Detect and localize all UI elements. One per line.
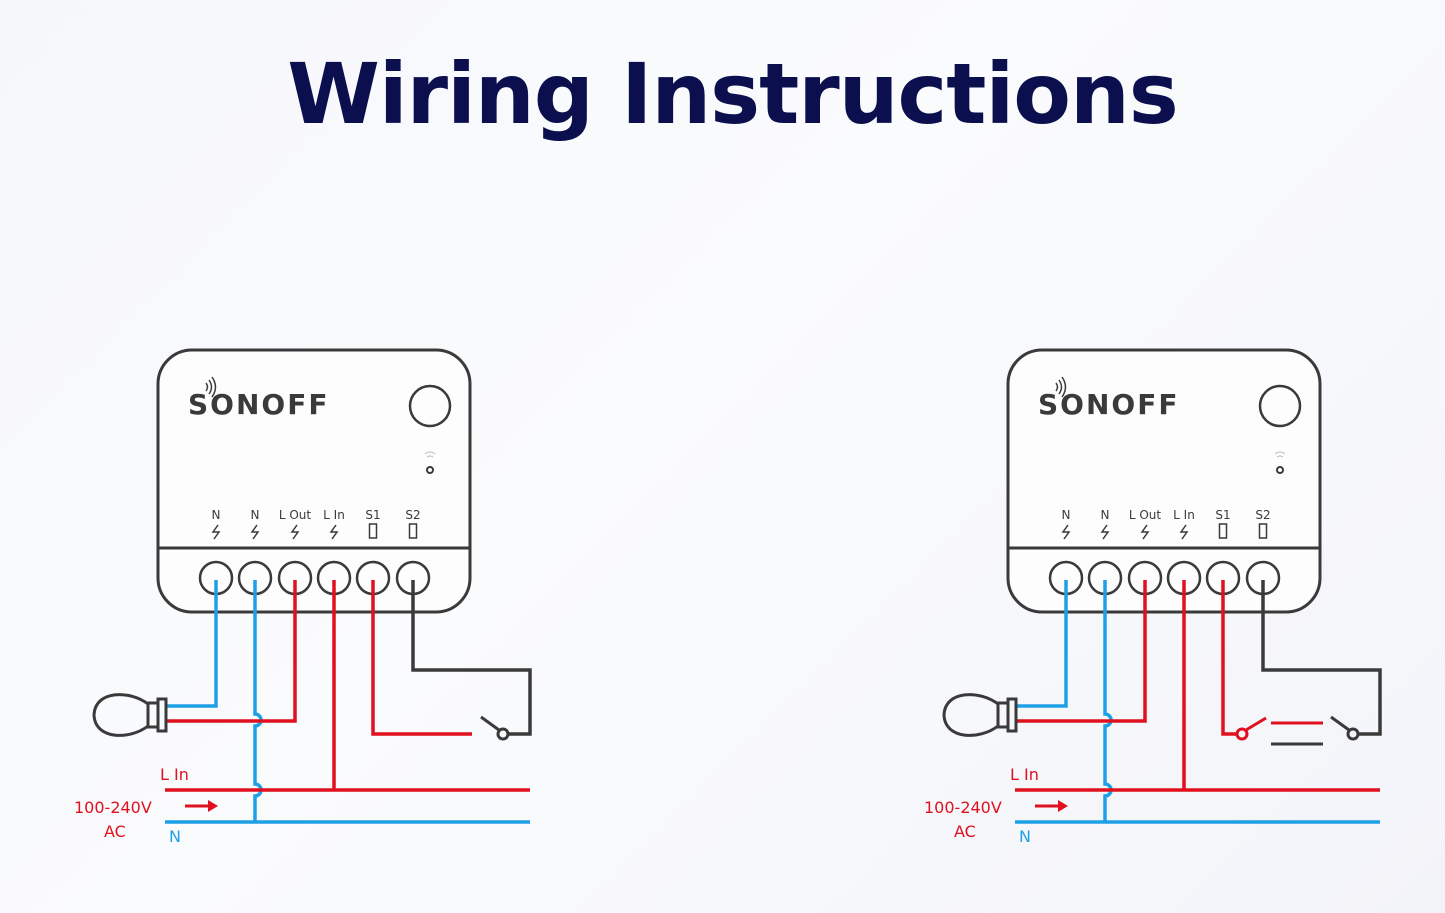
sonoff-device: SONOFF N N L Out L In S1 S2	[156, 348, 472, 614]
terminal-label: N	[212, 508, 221, 522]
neutral-feed-wire	[1103, 580, 1113, 822]
sonoff-device: SONOFF N N L Out L In S1 S2	[1006, 348, 1322, 614]
switch-icon	[1218, 523, 1228, 539]
wireless-icon	[1055, 376, 1067, 398]
wireless-icon	[205, 376, 217, 398]
line-label: L In	[160, 765, 189, 784]
lightning-icon	[1061, 524, 1071, 540]
brand-logo: SONOFF	[188, 388, 329, 421]
pairing-button[interactable]	[408, 384, 452, 428]
lightning-icon	[1179, 524, 1189, 540]
line-label: L In	[1010, 765, 1039, 784]
s1-wire	[1221, 580, 1237, 736]
arrow-right-icon	[1035, 800, 1068, 812]
lightning-icon	[1100, 524, 1110, 540]
lamp-neutral-wire	[166, 580, 218, 708]
brand-logo: SONOFF	[1038, 388, 1179, 421]
switch-icon	[408, 523, 418, 539]
wall-switch-icon[interactable]	[480, 715, 510, 741]
switch-icon	[368, 523, 378, 539]
two-way-switch-right-icon[interactable]	[1330, 715, 1360, 741]
wifi-led-icon	[1274, 451, 1286, 474]
neutral-label: N	[1019, 827, 1031, 846]
terminal-label: S2	[1255, 508, 1270, 522]
lightning-icon	[1140, 524, 1150, 540]
neutral-label: N	[169, 827, 181, 846]
lightning-icon	[329, 524, 339, 540]
s2-wire	[411, 580, 532, 736]
voltage-label: 100-240V	[924, 798, 1002, 817]
wifi-led-icon	[424, 451, 436, 474]
terminal-label: L In	[323, 508, 345, 522]
neutral-feed-wire	[253, 580, 263, 822]
lightning-icon	[250, 524, 260, 540]
light-bulb-icon	[92, 693, 168, 737]
arrow-right-icon	[185, 800, 218, 812]
lamp-live-wire	[1016, 580, 1147, 723]
lightning-icon	[211, 524, 221, 540]
terminal-label: L Out	[279, 508, 312, 522]
terminal-label: S1	[1215, 508, 1230, 522]
terminal-label: N	[251, 508, 260, 522]
terminal-label: S1	[365, 508, 380, 522]
s2-wire	[1261, 580, 1382, 736]
light-bulb-icon	[942, 693, 1018, 737]
terminal-label: N	[1062, 508, 1071, 522]
lamp-neutral-wire	[1016, 580, 1068, 708]
pairing-button[interactable]	[1258, 384, 1302, 428]
page-title: Wiring Instructions	[287, 45, 1179, 143]
voltage-unit-label: AC	[954, 822, 976, 841]
terminal-label: N	[1101, 508, 1110, 522]
voltage-unit-label: AC	[104, 822, 126, 841]
two-way-switch-left-icon[interactable]	[1235, 716, 1267, 741]
switch-icon	[1258, 523, 1268, 539]
terminal-label: L In	[1173, 508, 1195, 522]
voltage-label: 100-240V	[74, 798, 152, 817]
lightning-icon	[290, 524, 300, 540]
terminal-label: L Out	[1129, 508, 1162, 522]
terminal-label: S2	[405, 508, 420, 522]
s1-wire	[371, 580, 472, 736]
lamp-live-wire	[166, 580, 297, 723]
